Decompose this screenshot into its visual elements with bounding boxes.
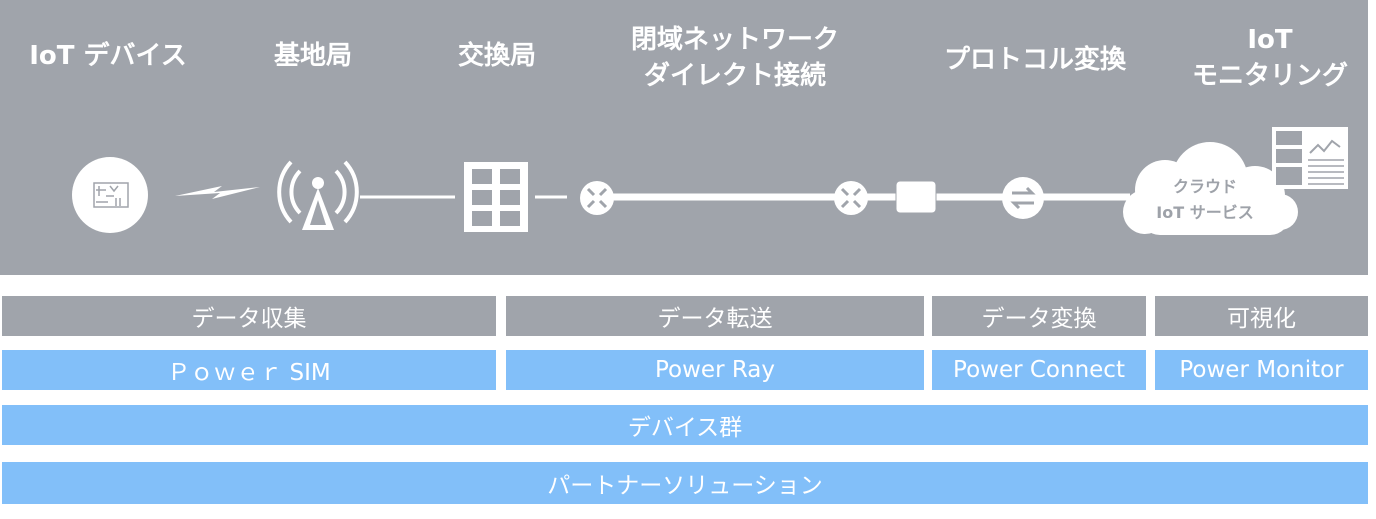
product-bar-power-ray: Power Ray xyxy=(506,350,924,390)
product-bar-power-monitor: Power Monitor xyxy=(1155,350,1368,390)
function-label: データ転送 xyxy=(657,306,773,332)
product-bar-power-connect: Power Connect xyxy=(932,350,1146,390)
iot-device-icon xyxy=(72,157,148,233)
product-label: Ｐｏｗｅｒ SIM xyxy=(167,360,331,386)
partner-solution-bar: パートナーソリューション xyxy=(2,462,1368,504)
title-base-station: 基地局 xyxy=(248,38,378,74)
function-bar-visualize: 可視化 xyxy=(1155,296,1368,336)
device-group-label: デバイス群 xyxy=(627,415,743,441)
function-label: 可視化 xyxy=(1227,306,1296,332)
title-exchange: 交換局 xyxy=(432,38,562,74)
product-bar-power-sim: Ｐｏｗｅｒ SIM xyxy=(2,350,496,390)
function-label: データ収集 xyxy=(191,306,307,332)
title-iot-monitoring: IoT モニタリング xyxy=(1170,22,1370,94)
dashboard-icon xyxy=(1272,127,1348,189)
title-line: IoT デバイス xyxy=(29,41,187,71)
product-label: Power Monitor xyxy=(1179,357,1344,383)
router-icon xyxy=(834,181,868,215)
product-label: Power Connect xyxy=(953,357,1125,383)
title-line: ダイレクト接続 xyxy=(643,61,826,91)
lightning-icon xyxy=(175,186,260,199)
antenna-tower-icon xyxy=(277,160,359,230)
function-bar-convert: データ変換 xyxy=(932,296,1146,336)
title-line: プロトコル変換 xyxy=(943,45,1126,75)
title-line: 基地局 xyxy=(273,41,352,71)
cloud-label: IoT サービス xyxy=(1156,203,1253,222)
switch-grid-icon xyxy=(464,162,528,232)
cloud-icon xyxy=(1123,142,1298,235)
title-line: 交換局 xyxy=(457,41,536,71)
function-label: データ変換 xyxy=(981,306,1097,332)
protocol-convert-icon xyxy=(1002,177,1044,219)
title-line: IoT xyxy=(1247,25,1293,55)
router-icon xyxy=(580,181,614,215)
device-group-bar: デバイス群 xyxy=(2,405,1368,445)
cloud-label: クラウド xyxy=(1173,177,1237,196)
title-line: モニタリング xyxy=(1191,61,1348,91)
network-diagram: クラウド IoT サービス xyxy=(72,127,1348,235)
function-bar-transfer: データ転送 xyxy=(506,296,924,336)
function-bar-collect: データ収集 xyxy=(2,296,496,336)
title-closed-network: 閉域ネットワーク ダイレクト接続 xyxy=(600,22,870,94)
title-iot-device: IoT デバイス xyxy=(10,38,206,74)
partner-solution-label: パートナーソリューション xyxy=(547,473,823,499)
gateway-box-icon xyxy=(895,180,937,214)
title-line: 閉域ネットワーク xyxy=(630,25,839,55)
product-label: Power Ray xyxy=(654,357,776,383)
title-protocol-convert: プロトコル変換 xyxy=(920,42,1150,78)
